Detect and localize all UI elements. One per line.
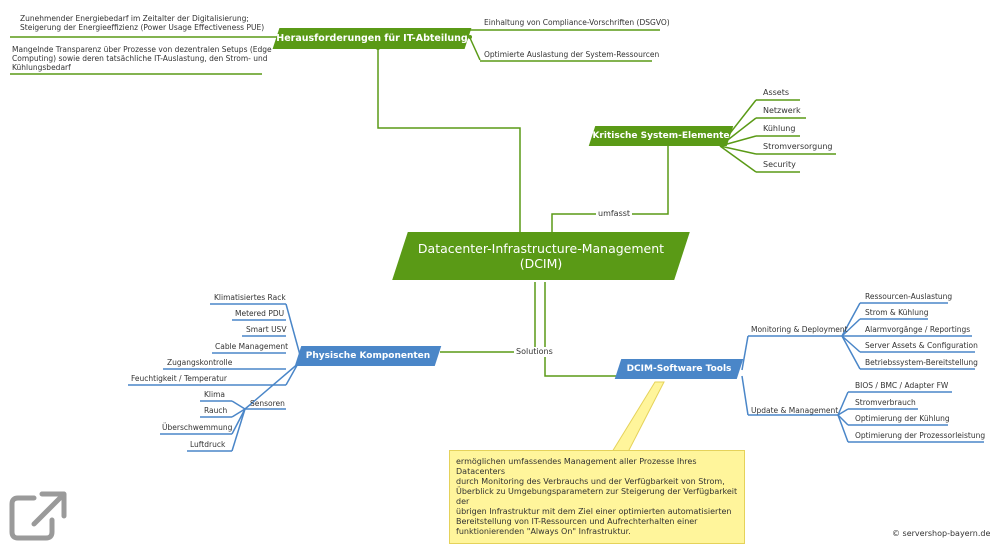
central-topic-line1: Datacenter-Infrastructure-Management [417, 241, 665, 256]
sensor-item-rauch[interactable]: Rauch [204, 406, 228, 415]
monitoring-item-resources[interactable]: Ressourcen-Auslastung [865, 292, 953, 301]
sensor-item-klima[interactable]: Klima [204, 390, 225, 399]
sensor-item-flood[interactable]: Überschwemmung [162, 423, 233, 432]
physical-item-usv[interactable]: Smart USV [246, 325, 287, 334]
challenge-transparency[interactable]: Mangelnde Transparenz über Prozesse von … [12, 45, 272, 72]
update-item-cpu-optimization[interactable]: Optimierung der Prozessorleistung [855, 431, 986, 440]
monitoring-item-assets-config[interactable]: Server Assets & Configuration [865, 341, 978, 350]
callout-line4: übrigen Infrastruktur mit dem Ziel einer… [456, 507, 732, 516]
update-management-label[interactable]: Update & Management [751, 406, 839, 415]
critical-item-stromversorgung[interactable]: Stromversorgung [763, 142, 833, 151]
challenge-compliance[interactable]: Einhaltung von Compliance-Vorschriften (… [484, 18, 670, 27]
monitoring-item-alarms[interactable]: Alarmvorgänge / Reportings [865, 325, 971, 334]
physical-item-cable[interactable]: Cable Management [215, 342, 289, 351]
critical-item-kuehlung[interactable]: Kühlung [763, 124, 796, 133]
challenge-transparency-line2: Computing) sowie deren tatsächliche IT-A… [12, 54, 268, 63]
callout-line3: Überblick zu Umgebungsparametern zur Ste… [456, 487, 738, 506]
critical-item-netzwerk[interactable]: Netzwerk [763, 106, 801, 115]
callout-line1: ermöglichen umfassendes Management aller… [456, 457, 697, 476]
external-link-icon[interactable] [8, 490, 68, 542]
critical-item-security[interactable]: Security [763, 160, 796, 169]
physical-item-pdu[interactable]: Metered PDU [235, 309, 285, 318]
monitoring-deployment-label[interactable]: Monitoring & Deployment [751, 325, 848, 334]
challenge-resource-usage[interactable]: Optimierte Auslastung der System-Ressour… [484, 50, 660, 59]
software-tools-label: DCIM-Software Tools [626, 364, 732, 374]
sensor-item-pressure[interactable]: Luftdruck [190, 440, 226, 449]
physical-sensors-label[interactable]: Sensoren [250, 399, 285, 408]
callout-line5: Bereitstellung von IT-Ressourcen und Auf… [456, 517, 698, 526]
challenges-topic-label: Herausforderungen für IT-Abteilung [276, 33, 468, 44]
challenges-topic[interactable]: Herausforderungen für IT-Abteilung [272, 28, 472, 49]
challenge-energy-line1: Zunehmender Energiebedarf im Zeitalter d… [20, 14, 249, 23]
challenge-energy[interactable]: Zunehmender Energiebedarf im Zeitalter d… [20, 14, 264, 32]
software-tools-callout: ermöglichen umfassendes Management aller… [449, 450, 745, 544]
challenge-transparency-line3: Kühlungsbedarf [12, 63, 71, 72]
central-topic-line2: (DCIM) [519, 256, 563, 271]
critical-connector-label: umfasst [596, 209, 633, 219]
physical-item-humidity[interactable]: Feuchtigkeit / Temperatur [131, 374, 228, 383]
critical-elements-label: Kritische System-Elemente [592, 131, 730, 141]
software-tools-topic[interactable]: DCIM-Software Tools [614, 359, 744, 379]
copyright-notice: © servershop-bayern.de [892, 529, 991, 538]
physical-components-label: Physische Komponenten [305, 351, 431, 361]
central-topic-label: Datacenter-Infrastructure-Management (DC… [418, 241, 664, 271]
callout-line2: durch Monitoring des Verbrauchs und der … [456, 477, 725, 486]
challenge-transparency-line1: Mangelnde Transparenz über Prozesse von … [12, 45, 272, 54]
update-item-power-consumption[interactable]: Stromverbrauch [855, 398, 916, 407]
physical-item-rack[interactable]: Klimatisiertes Rack [214, 293, 286, 302]
monitoring-item-power-cooling[interactable]: Strom & Kühlung [865, 308, 929, 317]
callout-line6: funktionierenden "Always On" Infrastrukt… [456, 527, 631, 536]
update-item-cooling-optimization[interactable]: Optimierung der Kühlung [855, 414, 950, 423]
physical-components-topic[interactable]: Physische Komponenten [294, 346, 442, 366]
update-item-firmware[interactable]: BIOS / BMC / Adapter FW [855, 381, 949, 390]
physical-connector-label: Solutions [514, 347, 555, 357]
challenge-energy-line2: Steigerung der Energieeffizienz (Power U… [20, 23, 265, 32]
critical-item-assets[interactable]: Assets [763, 88, 790, 97]
monitoring-item-os-provisioning[interactable]: Betriebssystem-Bereitstellung [865, 358, 978, 367]
critical-elements-topic[interactable]: Kritische System-Elemente [588, 126, 734, 146]
physical-item-access[interactable]: Zugangskontrolle [167, 358, 233, 367]
central-topic[interactable]: Datacenter-Infrastructure-Management (DC… [392, 232, 690, 280]
